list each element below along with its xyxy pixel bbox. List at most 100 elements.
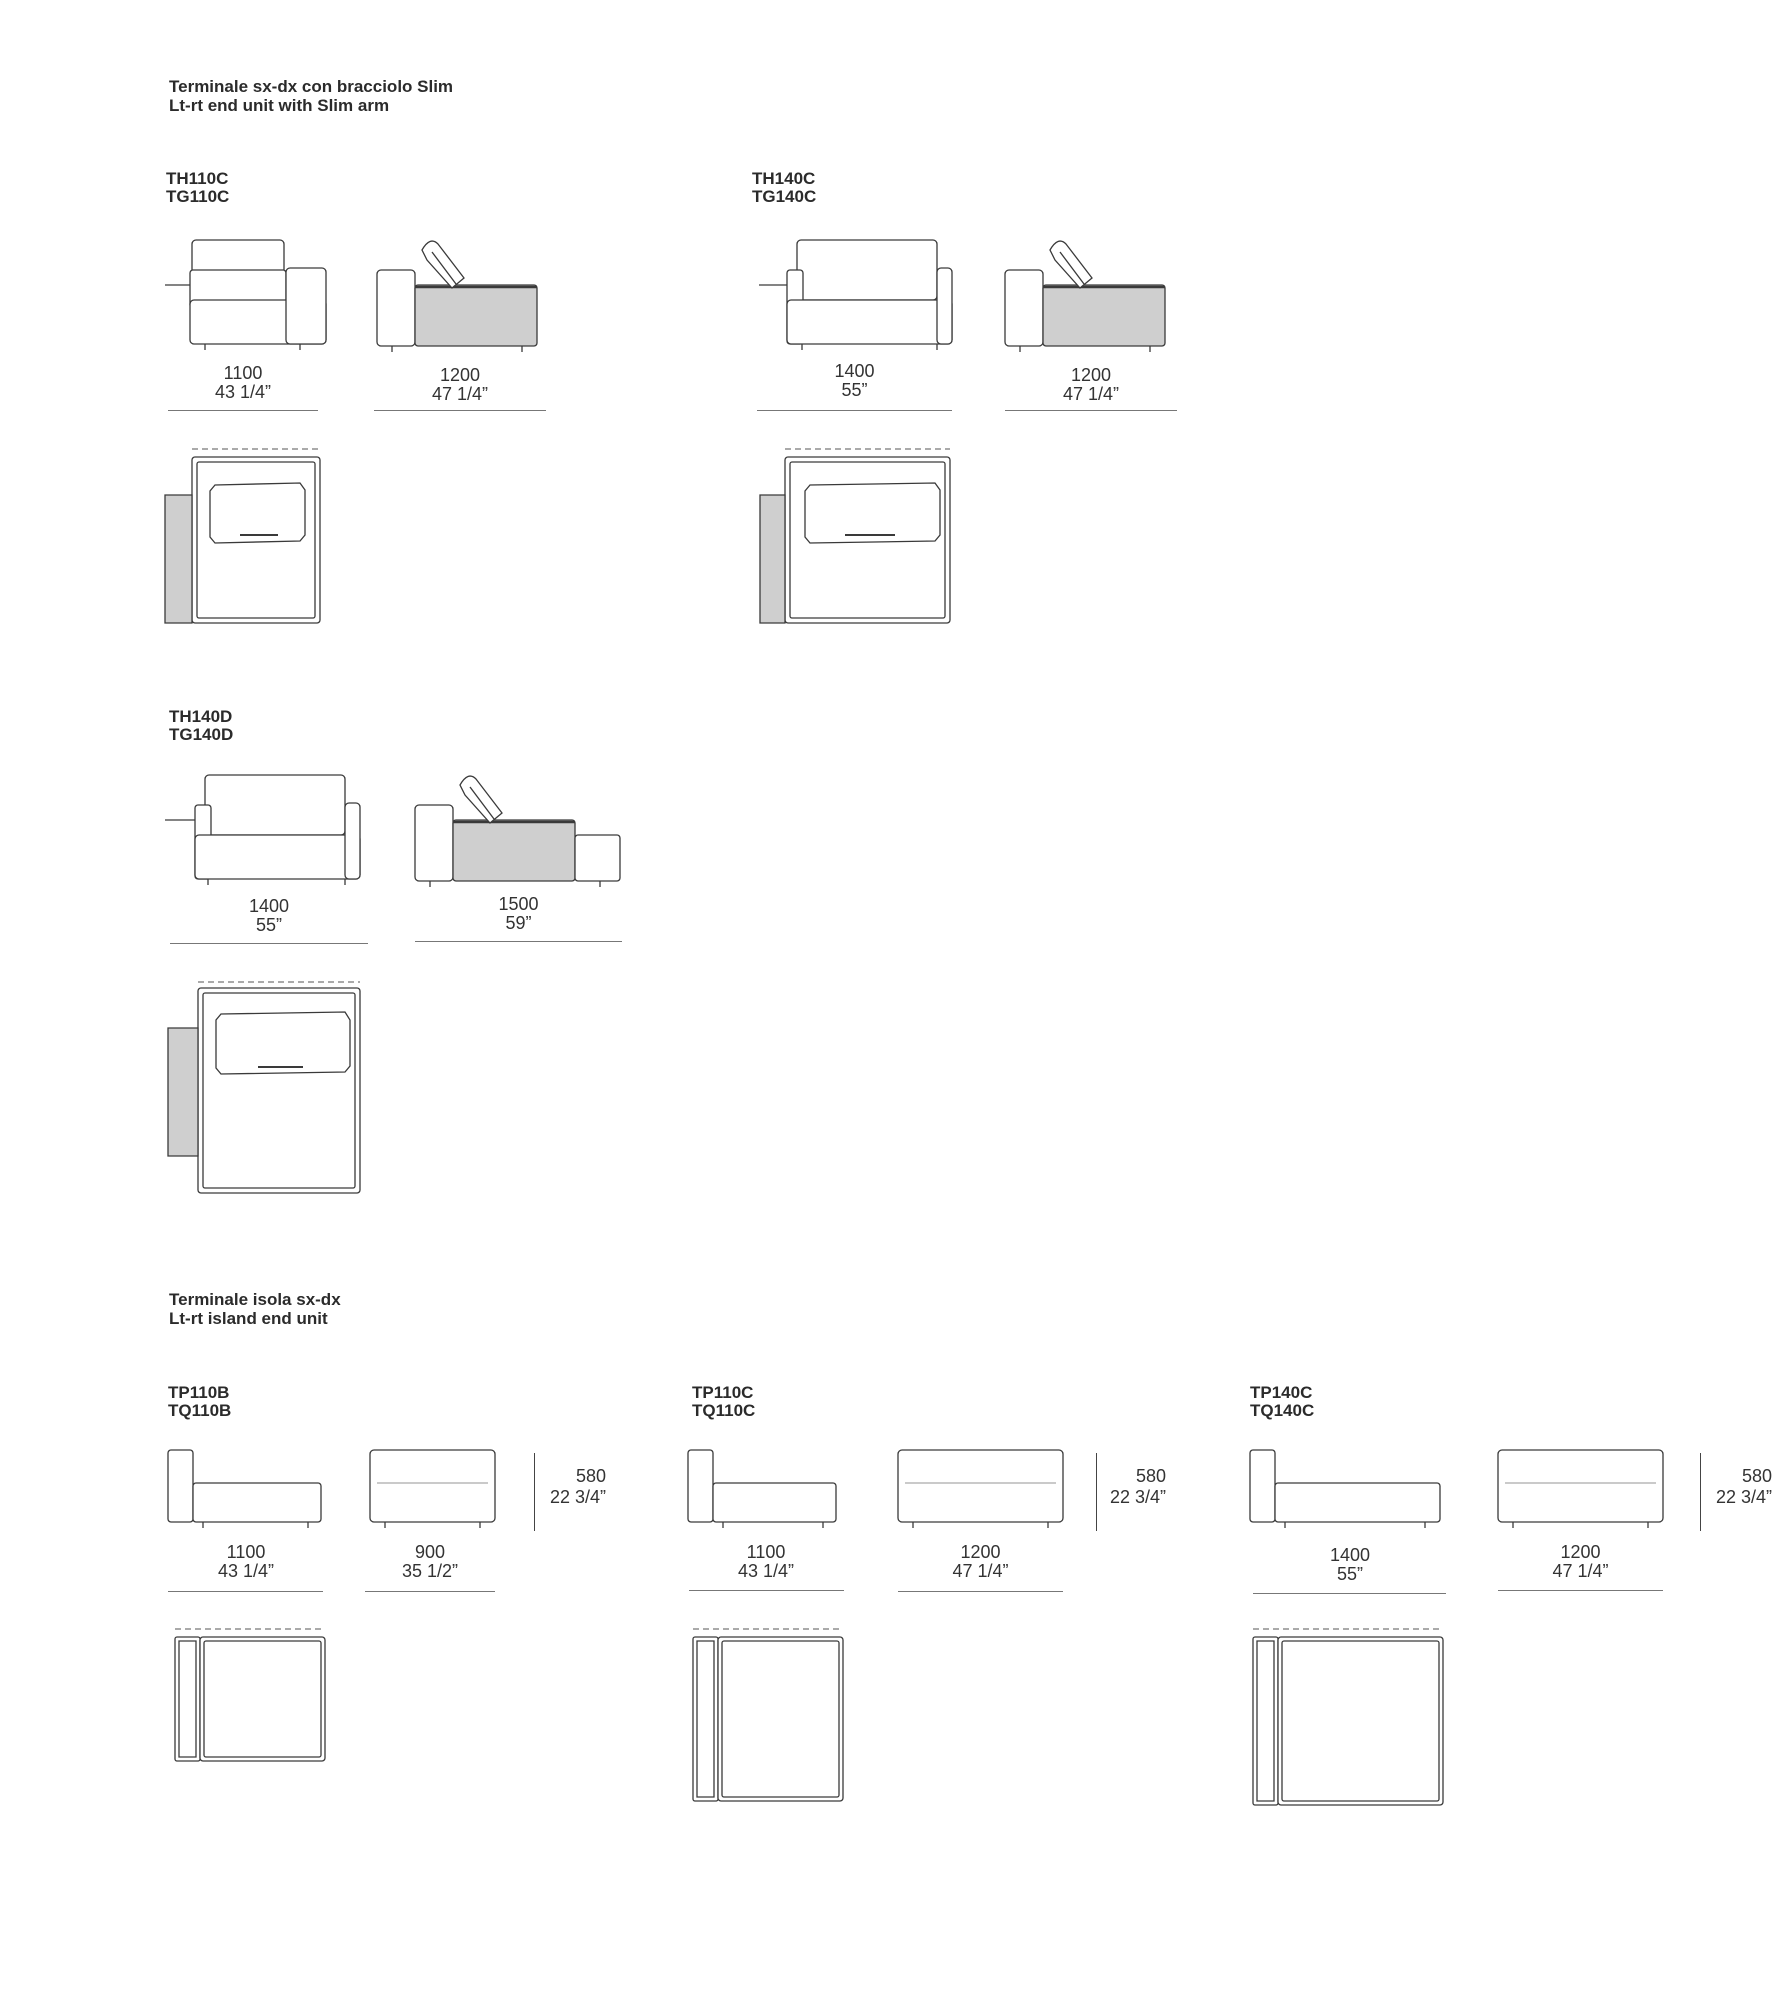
front-dimension-th140c: 1400 55” (757, 362, 952, 400)
height-line (1096, 1453, 1097, 1531)
front-view-th110c (160, 230, 330, 355)
top-view-tp110b (170, 1625, 330, 1765)
side-view-tp110b (365, 1445, 500, 1530)
code-secondary: TQ110C (692, 1401, 756, 1420)
side-view-th140c (1000, 230, 1170, 355)
height-dimension-tp110c: 580 22 3/4” (1100, 1466, 1166, 1508)
dim-mm: 580 (1741, 1466, 1772, 1486)
dimension-line (757, 410, 952, 411)
code-primary: TP110B (168, 1383, 230, 1402)
module-code-tp140c: TP140C TQ140C (1250, 1384, 1314, 1420)
dim-in: 22 3/4” (549, 1487, 606, 1507)
code-primary: TP110C (692, 1383, 754, 1402)
dimension-line (1498, 1590, 1663, 1591)
dimension-line (898, 1591, 1063, 1592)
dim-in: 35 1/2” (401, 1561, 459, 1581)
dimension-line (168, 410, 318, 411)
dim-mm: 1400 (248, 896, 290, 916)
side-view-th140d (410, 765, 625, 890)
module-code-th140d: TH140D TG140D (169, 708, 233, 744)
code-secondary: TQ140C (1250, 1401, 1315, 1420)
side-dimension-tp110b: 900 35 1/2” (365, 1543, 495, 1581)
dimension-line (168, 1591, 323, 1592)
module-code-th110c: TH110C TG110C (166, 170, 229, 206)
dim-in: 55” (841, 380, 868, 400)
top-view-th140c (755, 445, 955, 625)
dim-mm: 1100 (226, 1542, 266, 1562)
front-dimension-th110c: 1100 43 1/4” (168, 364, 318, 402)
height-line (1700, 1453, 1701, 1531)
section-heading-slim-arm: Terminale sx-dx con bracciolo Slim Lt-rt… (169, 77, 453, 115)
code-primary: TH140C (752, 169, 816, 188)
side-view-tp110c (893, 1445, 1068, 1530)
dim-mm: 1500 (498, 894, 539, 914)
front-view-tp110b (163, 1445, 333, 1530)
dim-mm: 1200 (960, 1542, 1001, 1562)
front-dimension-tp110c: 1100 43 1/4” (690, 1543, 842, 1581)
section-heading-island: Terminale isola sx-dx Lt-rt island end u… (169, 1290, 341, 1328)
height-dimension-tp140c: 580 22 3/4” (1706, 1466, 1772, 1508)
module-code-th140c: TH140C TG140C (752, 170, 816, 206)
dim-in: 47 1/4” (431, 384, 489, 404)
dim-mm: 1200 (439, 365, 481, 385)
code-secondary: TG140C (752, 187, 817, 206)
height-line (534, 1453, 535, 1531)
module-code-tp110b: TP110B TQ110B (168, 1384, 231, 1420)
dimension-line (365, 1591, 495, 1592)
dim-in: 47 1/4” (1062, 384, 1120, 404)
dimension-line (1253, 1593, 1446, 1594)
dim-mm: 1400 (834, 361, 875, 381)
side-dimension-tp140c: 1200 47 1/4” (1498, 1543, 1663, 1581)
front-view-th140c (757, 230, 957, 355)
code-primary: TP140C (1250, 1383, 1313, 1402)
side-view-tp140c (1493, 1445, 1668, 1530)
side-dimension-th110c: 1200 47 1/4” (374, 366, 546, 404)
dim-in: 43 1/4” (737, 1561, 795, 1581)
side-view-th110c (372, 230, 542, 355)
code-primary: TH140D (169, 707, 233, 726)
section-title-en: Lt-rt end unit with Slim arm (169, 96, 390, 115)
dim-mm: 580 (1135, 1466, 1166, 1486)
dimension-line (374, 410, 546, 411)
dim-in: 22 3/4” (1109, 1487, 1166, 1507)
side-dimension-tp110c: 1200 47 1/4” (898, 1543, 1063, 1581)
code-secondary: TG140D (169, 725, 234, 744)
height-dimension-tp110b: 580 22 3/4” (540, 1466, 606, 1508)
dim-mm: 1100 (746, 1542, 786, 1562)
dim-mm: 580 (575, 1466, 606, 1486)
top-view-tp140c (1248, 1625, 1448, 1810)
dimension-line (1005, 410, 1177, 411)
dim-in: 47 1/4” (1552, 1561, 1609, 1581)
dim-mm: 1200 (1560, 1542, 1601, 1562)
front-dimension-tp140c: 1400 55” (1255, 1546, 1445, 1584)
side-dimension-th140c: 1200 47 1/4” (1005, 366, 1177, 404)
dim-in: 55” (1336, 1564, 1363, 1584)
front-dimension-th140d: 1400 55” (170, 897, 368, 935)
dim-mm: 1200 (1070, 365, 1112, 385)
section-title-it: Terminale sx-dx con bracciolo Slim (169, 77, 454, 96)
code-secondary: TQ110B (168, 1401, 232, 1420)
module-code-tp110c: TP110C TQ110C (692, 1384, 755, 1420)
front-view-th140d (163, 765, 368, 890)
dim-in: 47 1/4” (952, 1561, 1009, 1581)
dim-in: 22 3/4” (1715, 1487, 1772, 1507)
front-view-tp110c (683, 1445, 853, 1530)
front-view-tp140c (1245, 1445, 1450, 1530)
dim-in: 43 1/4” (217, 1561, 275, 1581)
dim-mm: 1400 (1329, 1545, 1371, 1565)
top-view-th110c (160, 445, 330, 625)
dimension-line (689, 1590, 844, 1591)
dim-mm: 900 (414, 1542, 446, 1562)
top-view-tp110c (688, 1625, 848, 1805)
front-dimension-tp110b: 1100 43 1/4” (170, 1543, 322, 1581)
dim-in: 43 1/4” (214, 382, 272, 402)
dim-in: 59” (505, 913, 532, 933)
dimension-line (170, 943, 368, 944)
dim-mm: 1100 (223, 363, 263, 383)
section-title-en: Lt-rt island end unit (169, 1309, 328, 1328)
dimension-line (415, 941, 622, 942)
top-view-th140d (163, 978, 368, 1196)
side-dimension-th140d: 1500 59” (415, 895, 622, 933)
dim-in: 55” (255, 915, 282, 935)
